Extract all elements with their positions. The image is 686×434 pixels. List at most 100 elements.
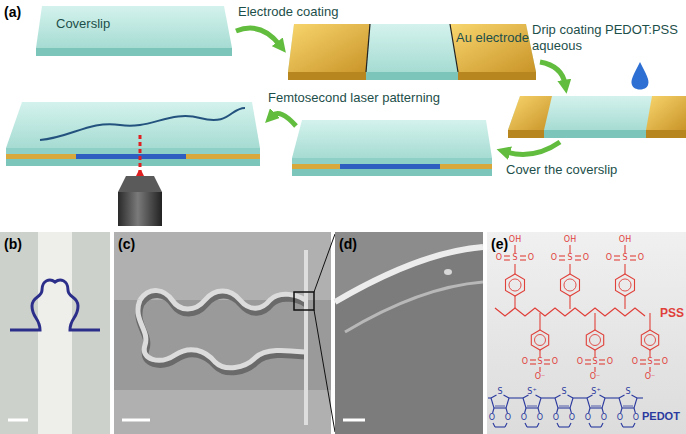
gold-electrode xyxy=(646,96,686,130)
chem-bond xyxy=(654,363,660,364)
chem-bond xyxy=(505,423,507,427)
benzene-ring xyxy=(641,330,658,350)
atom-label: O xyxy=(583,254,589,262)
atom-label: O⁻ xyxy=(590,373,601,381)
step-label: Femtosecond laser patterning xyxy=(268,90,440,106)
aromatic-circle xyxy=(590,335,601,346)
atom-label: S xyxy=(622,254,627,262)
atom-label: O xyxy=(553,414,559,422)
chem-bond xyxy=(585,359,591,360)
chem-bond xyxy=(594,313,595,330)
sem-image xyxy=(114,232,331,434)
chem-bond xyxy=(539,367,540,372)
chem-bond xyxy=(504,255,510,256)
panel-label: (e) xyxy=(491,236,508,252)
chem-bond xyxy=(525,423,527,427)
chem-bond xyxy=(509,397,523,398)
chem-bond xyxy=(568,395,574,398)
process-arrow xyxy=(272,114,296,126)
gold-layer xyxy=(292,164,340,169)
aromatic-circle xyxy=(619,279,631,291)
chem-bond xyxy=(637,397,643,398)
chem-bond xyxy=(559,426,569,427)
scale-bar xyxy=(343,419,365,422)
chem-bond xyxy=(605,397,619,398)
slab-top xyxy=(288,24,536,72)
chem-bond xyxy=(495,406,505,407)
chem-bond xyxy=(569,264,570,274)
chem-bond xyxy=(523,398,526,408)
chem-bond xyxy=(575,259,581,260)
chem-bond xyxy=(506,408,507,413)
chem-bond xyxy=(601,423,603,427)
slab-front xyxy=(6,148,260,154)
chem-bond xyxy=(594,350,595,357)
chem-bond xyxy=(573,397,587,398)
chem-bond xyxy=(621,408,622,413)
chem-bond xyxy=(520,259,526,260)
chem-bond xyxy=(623,426,633,427)
panel-label: (d) xyxy=(339,236,357,252)
polymer-name: PSS xyxy=(660,305,684,321)
slab-front xyxy=(292,158,492,164)
chem-bond xyxy=(621,423,623,427)
process-arrow xyxy=(540,62,565,84)
chem-bond xyxy=(537,423,539,427)
aromatic-circle xyxy=(564,279,576,291)
slab-label: Au electrode xyxy=(456,30,529,46)
chem-bond xyxy=(570,408,571,413)
benzene-ring xyxy=(506,274,525,296)
chem-bond xyxy=(570,398,573,408)
chem-bond xyxy=(585,363,591,364)
zoom-box xyxy=(294,292,314,310)
chem-bond xyxy=(649,367,650,372)
aromatic-circle xyxy=(535,335,546,346)
step-label: Electrode coating xyxy=(238,4,338,20)
chem-bond xyxy=(654,359,660,360)
optical-image xyxy=(0,232,110,434)
chem-bond xyxy=(559,259,565,260)
slab-front xyxy=(6,159,260,166)
chem-bond xyxy=(506,398,509,408)
pss-backbone xyxy=(495,308,645,316)
atom-label: O xyxy=(617,414,623,422)
chem-bond xyxy=(559,255,565,256)
atom-label: S⁺ xyxy=(591,388,600,396)
chem-bond xyxy=(640,359,646,360)
chem-bond xyxy=(514,245,515,253)
slab-front xyxy=(292,169,492,176)
sem-particle xyxy=(444,269,452,275)
chem-bond xyxy=(539,350,540,357)
pedot-layer xyxy=(340,164,440,169)
gold-electrode xyxy=(450,24,536,72)
chem-bond xyxy=(520,255,526,256)
sem-edge xyxy=(345,282,483,332)
slab-node: Au electrode xyxy=(286,22,538,84)
gold-layer xyxy=(6,154,76,159)
slab-top xyxy=(292,120,492,158)
chem-bond xyxy=(555,398,558,408)
atom-label: S xyxy=(625,388,630,396)
gold-front xyxy=(458,72,536,80)
chem-bond xyxy=(557,423,559,427)
chem-bond xyxy=(649,350,650,357)
atom-label: O xyxy=(638,254,644,262)
atom-label: O xyxy=(496,254,502,262)
atom-label: O xyxy=(585,414,591,422)
atom-label: S xyxy=(497,388,502,396)
chem-bond xyxy=(599,359,605,360)
panel-label: (a) xyxy=(4,4,21,20)
atom-label: S xyxy=(537,358,542,366)
chem-bond xyxy=(493,408,494,413)
chem-bond xyxy=(569,296,570,309)
slab-top xyxy=(36,6,232,48)
atom-label: O xyxy=(551,254,557,262)
chem-bond xyxy=(634,398,637,408)
sem-edge xyxy=(335,247,483,302)
chem-bond xyxy=(634,408,635,413)
chem-bond xyxy=(488,397,491,398)
chem-bond xyxy=(630,259,636,260)
chem-bond xyxy=(491,398,494,408)
process-arrow xyxy=(236,28,280,45)
atom-label: O xyxy=(552,358,558,366)
